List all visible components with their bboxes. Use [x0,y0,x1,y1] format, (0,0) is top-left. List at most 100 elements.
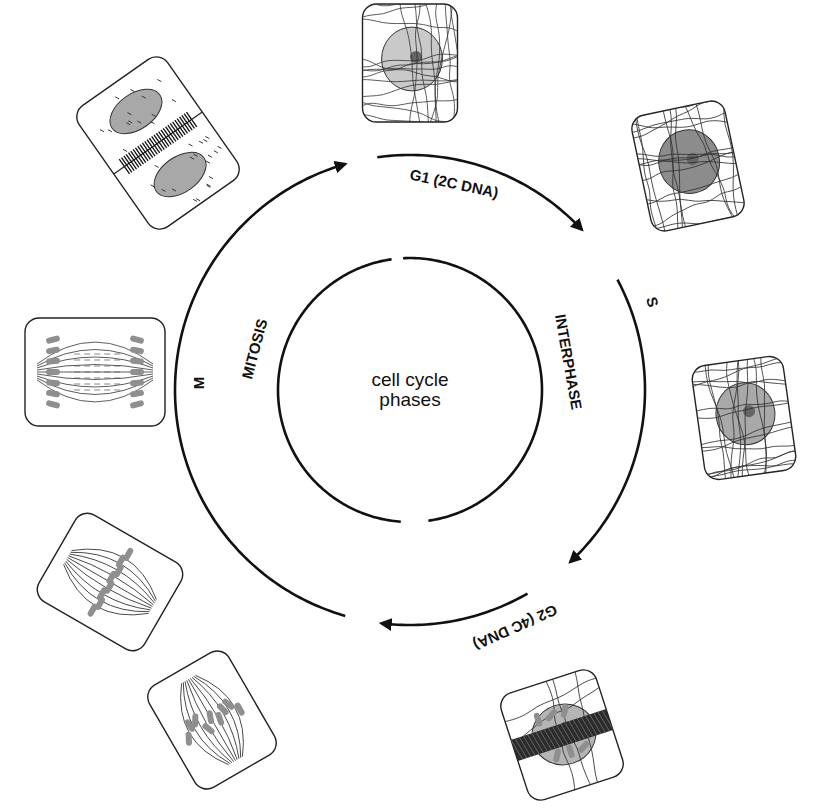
vesicle-dash [218,145,222,149]
chromosome [45,335,60,344]
spindle-fiber [37,357,153,368]
chromosome [201,722,216,735]
microtubule [629,98,732,139]
microtubule [706,359,728,482]
microtubule [445,4,454,122]
chromosome [130,379,144,386]
microtubule [630,111,663,234]
vesicle-dash [137,120,141,124]
microtubule [363,19,458,35]
cell-wall [143,646,282,794]
chromosome [46,389,61,397]
cell-content [363,4,458,122]
vesicle-dash [214,150,218,154]
vesicle-dash [115,96,119,100]
plant-cell [32,508,188,656]
microtubule [629,109,731,137]
phase-label: G1 (2C DNA) [408,166,499,201]
microtubule [659,105,690,233]
microtubule [363,98,458,109]
plant-cell [25,318,165,426]
spindle-fiber [37,380,153,402]
microtubule [629,98,728,122]
microtubule [691,397,795,417]
vesicle-dash [172,188,176,192]
nucleolus [742,404,756,418]
cell-wall [25,318,165,426]
microtubule [745,355,778,480]
spindle-fiber [72,533,167,599]
chromosome [46,346,61,354]
spindle-fiber [195,666,258,756]
phase-arrow [377,155,582,230]
cell-wall [690,355,797,482]
chromosome [192,713,198,727]
band-hatch [606,708,618,730]
microtubule [711,98,746,221]
plant-cell [684,348,805,488]
spindle-fiber [61,561,151,619]
vesicle-dash [203,138,207,142]
phase-label: G2 (4C DNA) [471,601,560,653]
chromosome [130,369,144,375]
vesicle-dash [126,122,130,126]
chromosome [46,358,60,365]
vesicle-dash [150,120,154,124]
microtubule [690,370,791,399]
cell-content [629,98,746,233]
phase-arrow [175,164,345,616]
phase-label: MITOSIS [240,317,272,381]
microtubule [363,4,458,6]
spindle-fiber [68,558,153,607]
chromosome [122,547,134,562]
microtubule [683,98,739,227]
microtubule [633,140,740,173]
chromosome [130,389,145,397]
interzone-fiber [70,372,120,373]
phase-arrow [381,594,527,625]
microtubule [699,459,797,478]
chromosome [185,732,192,746]
interzone-fiber [70,390,120,391]
microtubule [451,4,458,122]
chromosome [46,369,60,375]
plant-cell [71,51,244,234]
plant-cell [357,0,467,132]
microtubule [409,4,420,122]
cell-wall [32,508,188,656]
vesicle-dash [208,154,212,158]
cell-content [48,523,173,641]
vesicle-dash [209,175,213,179]
cell-content [690,355,797,482]
cell-content [158,663,264,778]
spindle-fiber [54,564,149,630]
chromosome [130,346,145,354]
phase-arrow [570,280,645,562]
chromosome [206,710,214,725]
plant-cell [622,91,754,241]
microtubule [400,4,421,122]
cell-content [497,666,627,803]
microtubule [691,401,795,421]
cell-wall [363,4,458,122]
microtubule [424,4,441,122]
vesicle-dash [199,140,203,144]
vesicle-dash [172,98,176,102]
interzone-fiber [70,384,120,385]
phragmoplast [186,112,196,127]
microtubule [629,101,733,146]
microtubule [363,53,458,77]
microtubule [363,53,458,71]
chromosome [544,708,558,722]
chromosome [46,379,60,386]
chromosome [577,740,591,754]
microtubule [639,171,746,205]
microtubule [642,183,747,228]
vesicle-dash [100,128,104,132]
cell-content [37,335,153,409]
microtubule [695,426,798,452]
vesicle-dash [206,160,210,164]
spindle-fiber [57,563,149,625]
microtubule [632,136,743,186]
